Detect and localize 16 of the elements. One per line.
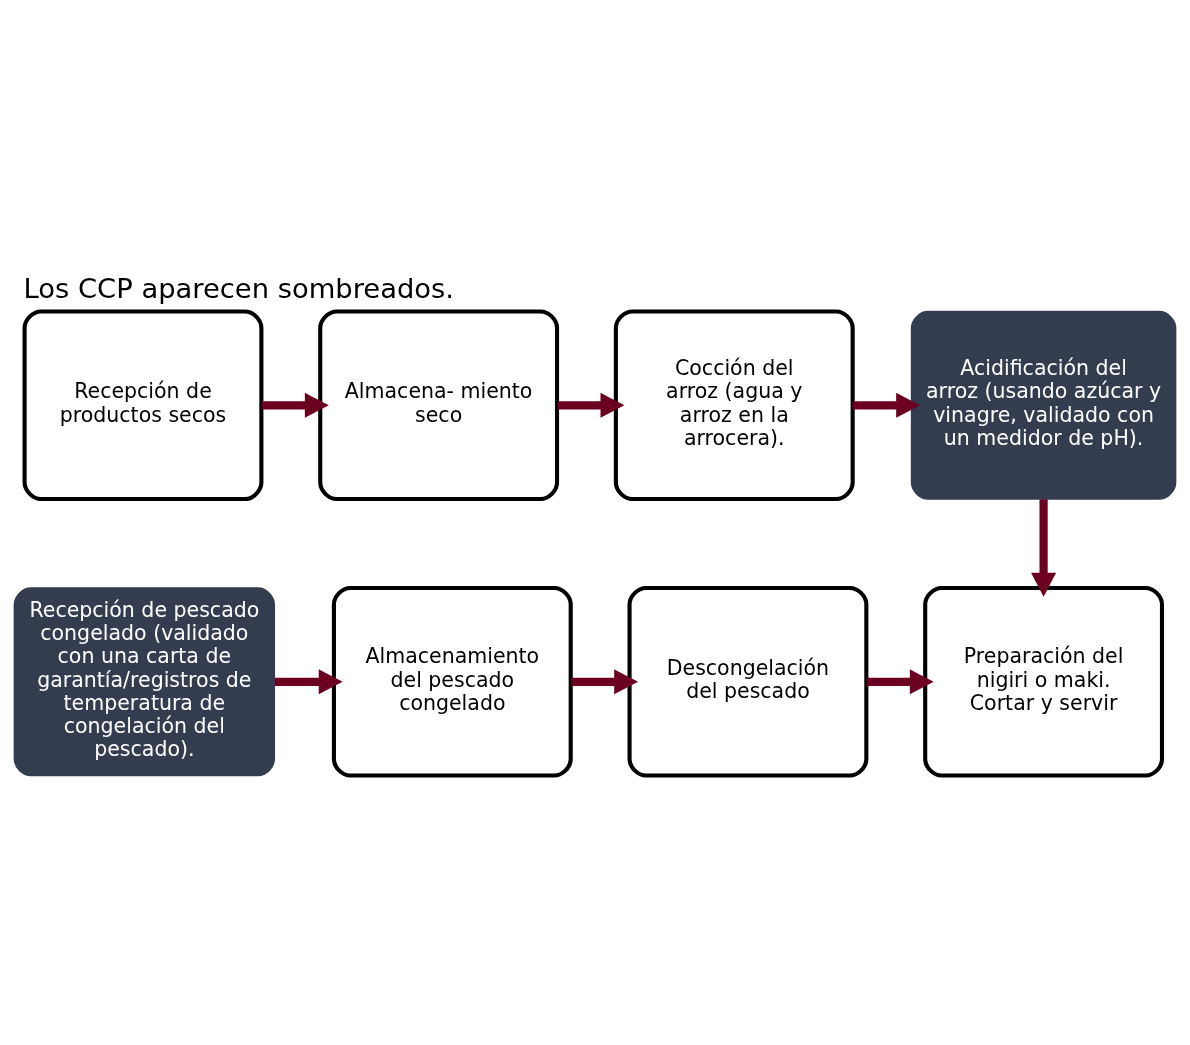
node-box: Recepción de pescado congelado (validado con una carta de garantía/registros de temperatura de congelación del pescado). <box>13 586 276 776</box>
arrow <box>866 668 934 694</box>
node-box: Recepción de productos secos <box>22 309 264 501</box>
node-box: Almacena- miento seco <box>318 309 560 501</box>
node-box: Preparación del nigiri o maki. Cortar y servir <box>923 585 1165 778</box>
node-box: Acidificación del arroz (usando azúcar y vinagre, validado con un medidor de pH). <box>910 310 1177 500</box>
arrow <box>274 668 343 694</box>
arrow <box>852 392 921 418</box>
node-box: Almacenamiento del pescado congelado <box>331 585 573 778</box>
arrow <box>571 668 639 694</box>
arrow <box>1031 498 1057 597</box>
node-box: Cocción del arroz (agua y arroz en la arrocera). <box>613 309 855 501</box>
arrow <box>557 392 625 418</box>
arrow <box>261 392 329 418</box>
node-box: Descongelación del pescado <box>627 585 869 778</box>
diagram-title: Los CCP aparecen sombreados. <box>23 272 455 304</box>
